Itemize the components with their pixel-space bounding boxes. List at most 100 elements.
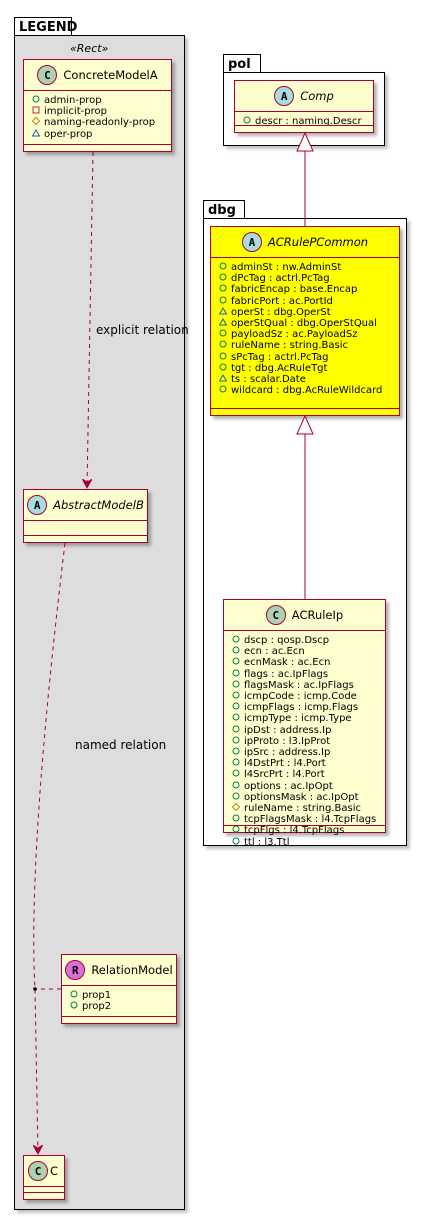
attribute-text: l4SrcPrt : l4.Port bbox=[244, 769, 325, 781]
attribute-row: ruleName : string.Basic bbox=[218, 340, 393, 351]
dbg-package-tab: dbg bbox=[203, 200, 245, 219]
class-name: AbstractModelB bbox=[53, 498, 144, 512]
attribute-row: prop1 bbox=[69, 990, 170, 1001]
abstract-a-icon: A bbox=[27, 495, 48, 515]
circle-visibility-icon bbox=[242, 116, 252, 127]
attribute-row: dscp : qosp.Dscp bbox=[231, 635, 379, 646]
inheritance-arrowhead bbox=[296, 131, 314, 152]
attribute-text: ts : scalar.Date bbox=[231, 374, 306, 386]
circle-visibility-icon bbox=[231, 736, 241, 747]
circle-visibility-icon bbox=[218, 363, 228, 374]
class-footer bbox=[211, 408, 399, 409]
attribute-text: naming-readonly-prop bbox=[44, 117, 156, 129]
circle-visibility-icon bbox=[231, 635, 241, 646]
attribute-row: prop2 bbox=[69, 1001, 170, 1012]
attribute-text: descr : naming.Descr bbox=[255, 116, 362, 127]
attribute-text: implicit-prop bbox=[44, 106, 107, 118]
circle-visibility-icon bbox=[231, 758, 241, 769]
circle-visibility-icon bbox=[218, 284, 228, 295]
attribute-text: options : ac.IpOpt bbox=[244, 780, 333, 792]
attribute-row: wildcard : dbg.AcRuleWildcard bbox=[218, 385, 393, 396]
class-header: A AbstractModelB bbox=[24, 490, 147, 521]
attribute-list: descr : naming.Descr bbox=[235, 112, 373, 127]
attribute-text: flagsMask : ac.IpFlags bbox=[244, 679, 354, 691]
attribute-row: ts : scalar.Date bbox=[218, 374, 393, 385]
attribute-row: naming-readonly-prop bbox=[31, 117, 165, 128]
circle-visibility-icon bbox=[231, 837, 241, 848]
attribute-row: ruleName : string.Basic bbox=[231, 802, 379, 815]
attribute-text: ipDst : address.Ip bbox=[244, 724, 332, 736]
inheritance-arrowhead bbox=[296, 414, 314, 435]
legend-stereotype: «Rect» bbox=[70, 42, 109, 55]
attribute-text: oper-prop bbox=[44, 128, 93, 140]
class-c-icon: C bbox=[37, 65, 58, 85]
attribute-row: ipSrc : address.Ip bbox=[231, 747, 379, 758]
circle-visibility-icon bbox=[231, 646, 241, 657]
attribute-text: optionsMask : ac.IpOpt bbox=[244, 791, 359, 803]
circle-visibility-icon bbox=[231, 680, 241, 691]
class-header: A ACRulePCommon bbox=[211, 227, 399, 258]
legend-package-name: LEGEND bbox=[19, 20, 78, 35]
comp-class[interactable]: A Comp descr : naming.Descr bbox=[234, 80, 374, 133]
circle-visibility-icon bbox=[218, 352, 228, 363]
circle-visibility-icon bbox=[231, 691, 241, 702]
attribute-text: dPcTag : actrl.PcTag bbox=[231, 273, 330, 285]
circle-visibility-icon bbox=[218, 262, 228, 273]
abstract-model-class[interactable]: A AbstractModelB bbox=[23, 489, 148, 543]
circle-visibility-icon bbox=[218, 296, 228, 307]
attribute-text: sPcTag : actrl.PcTag bbox=[231, 351, 329, 363]
explicit-relation-label: explicit relation bbox=[96, 323, 189, 337]
dbg-package-name: dbg bbox=[208, 203, 236, 218]
class-c-icon: C bbox=[265, 605, 286, 625]
attribute-text: icmpCode : icmp.Code bbox=[244, 691, 357, 703]
attribute-row: l4DstPrt : l4.Port bbox=[231, 758, 379, 769]
circle-visibility-icon bbox=[231, 747, 241, 758]
attribute-text: wildcard : dbg.AcRuleWildcard bbox=[231, 385, 383, 397]
triangle-visibility-icon bbox=[218, 318, 228, 329]
circle-visibility-icon bbox=[31, 95, 41, 106]
class-footer bbox=[24, 1192, 64, 1193]
class-footer bbox=[235, 125, 373, 126]
pol-package-tab: pol bbox=[223, 54, 261, 73]
attribute-row: ecn : ac.Ecn bbox=[231, 646, 379, 657]
attribute-row: oper-prop bbox=[31, 129, 165, 140]
class-footer bbox=[24, 535, 147, 536]
circle-visibility-icon bbox=[231, 657, 241, 668]
class-footer bbox=[24, 144, 171, 145]
attribute-row: tcpFlgs : l4.TcpFlags bbox=[231, 825, 379, 836]
attribute-row: flags : ac.IpFlags bbox=[231, 669, 379, 680]
attribute-text: tcpFlagsMask : l4.TcpFlags bbox=[244, 814, 377, 826]
circle-visibility-icon bbox=[231, 669, 241, 680]
c-class[interactable]: C C bbox=[23, 1155, 65, 1200]
class-header: C ACRuleIp bbox=[224, 600, 385, 631]
class-header: C C bbox=[24, 1156, 64, 1187]
attribute-row: ttl : l3.Ttl bbox=[231, 837, 379, 848]
attribute-row: tgt : dbg.AcRuleTgt bbox=[218, 363, 393, 374]
attribute-text: ruleName : string.Basic bbox=[244, 803, 361, 815]
attribute-text: prop2 bbox=[82, 1001, 112, 1013]
attribute-text: icmpFlags : icmp.Flags bbox=[244, 702, 359, 714]
attribute-row: icmpFlags : icmp.Flags bbox=[231, 702, 379, 713]
attribute-row: l4SrcPrt : l4.Port bbox=[231, 769, 379, 780]
triangle-visibility-icon bbox=[218, 374, 228, 385]
attribute-row: operSt : dbg.OperSt bbox=[218, 307, 393, 318]
named-relation-edge bbox=[34, 542, 66, 1153]
class-c-icon: C bbox=[28, 1161, 48, 1181]
circle-visibility-icon bbox=[231, 814, 241, 825]
diamond-visibility-icon bbox=[231, 802, 241, 814]
attribute-text: adminSt : nw.AdminSt bbox=[231, 262, 342, 273]
attribute-row: descr : naming.Descr bbox=[242, 116, 367, 127]
attribute-row: ipProto : l3.IpProt bbox=[231, 736, 379, 747]
attribute-row: icmpType : icmp.Type bbox=[231, 713, 379, 724]
attribute-text: tcpFlgs : l4.TcpFlags bbox=[244, 825, 345, 837]
pol-package-name: pol bbox=[228, 57, 251, 72]
diamond-visibility-icon bbox=[31, 117, 41, 128]
square-visibility-icon bbox=[31, 106, 41, 117]
circle-visibility-icon bbox=[218, 273, 228, 284]
circle-visibility-icon bbox=[231, 702, 241, 713]
class-footer bbox=[62, 1016, 176, 1017]
